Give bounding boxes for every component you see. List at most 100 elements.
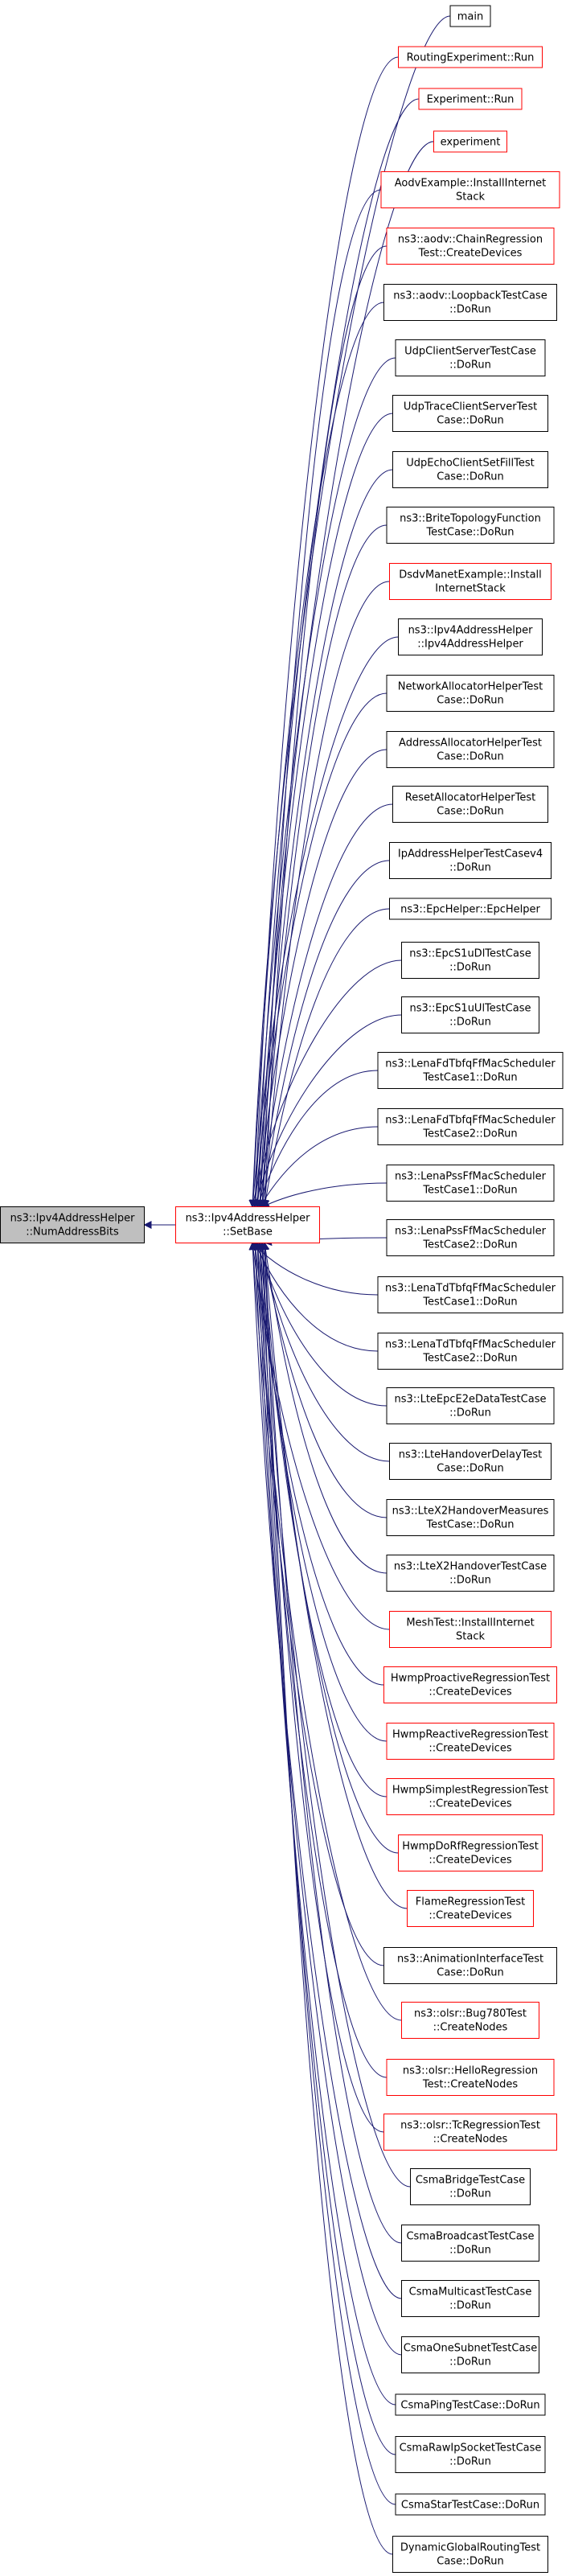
caller-node-29[interactable]: ns3::LteX2HandoverTestCase::DoRun	[386, 1555, 555, 1592]
caller-node-10[interactable]: ns3::BriteTopologyFunctionTestCase::DoRu…	[386, 507, 555, 544]
caller-node-38-label-line: ns3::olsr::HelloRegression	[403, 2065, 538, 2077]
caller-node-35[interactable]: FlameRegressionTest::CreateDevices	[407, 1890, 534, 1927]
caller-node-3-label-line: experiment	[441, 137, 501, 149]
caller-node-1-label-line: RoutingExperiment::Run	[407, 52, 535, 64]
caller-node-16-box	[389, 842, 552, 879]
caller-node-3-box	[433, 130, 507, 153]
caller-node-46-label-line: CsmaStarTestCase::DoRun	[401, 2500, 539, 2512]
edge-caller-43	[251, 1242, 402, 2356]
edge-caller-37	[251, 1242, 402, 2021]
caller-node-41[interactable]: CsmaBroadcastTestCase::DoRun	[401, 2225, 539, 2262]
caller-node-18[interactable]: ns3::EpcS1uDlTestCase::DoRun	[401, 942, 539, 979]
caller-node-33[interactable]: HwmpSimplestRegressionTest::CreateDevice…	[386, 1778, 555, 1815]
caller-node-44[interactable]: CsmaPingTestCase::DoRun	[395, 2393, 546, 2416]
edge-caller-20	[256, 1070, 379, 1208]
caller-node-38-box	[386, 2059, 555, 2096]
caller-node-1[interactable]: RoutingExperiment::Run	[398, 46, 543, 68]
nodes-layer: ns3::Ipv4AddressHelper::NumAddressBitsns…	[0, 5, 564, 2573]
caller-node-26[interactable]: ns3::LteEpcE2eDataTestCase::DoRun	[386, 1387, 555, 1424]
caller-node-21[interactable]: ns3::LenaFdTbfqFfMacSchedulerTestCase2::…	[377, 1108, 564, 1145]
caller-node-31-box	[383, 1666, 557, 1703]
caller-node-13-label-line: NetworkAllocatorHelperTest	[398, 681, 543, 693]
caller-node-32[interactable]: HwmpReactiveRegressionTest::CreateDevice…	[386, 1723, 555, 1760]
edge-caller-6	[248, 302, 384, 1208]
edge-caller-4	[258, 189, 382, 1208]
caller-node-10-box	[386, 507, 555, 544]
caller-node-2[interactable]: Experiment::Run	[418, 88, 523, 110]
caller-node-7[interactable]: UdpClientServerTestCase::DoRun	[395, 339, 546, 376]
root-function-node: ns3::Ipv4AddressHelper::NumAddressBits	[0, 1206, 145, 1243]
caller-node-11-label-line: DsdvManetExample::Install	[399, 569, 542, 581]
edge-caller-31	[252, 1242, 384, 1686]
caller-node-19[interactable]: ns3::EpcS1uUlTestCase::DoRun	[401, 996, 539, 1033]
caller-node-30-label-line: MeshTest::InstallInternet	[406, 1617, 534, 1629]
caller-node-40-label-line: ::DoRun	[449, 2188, 491, 2200]
caller-node-20[interactable]: ns3::LenaFdTbfqFfMacSchedulerTestCase1::…	[377, 1052, 564, 1089]
caller-node-17-label-line: ns3::EpcHelper::EpcHelper	[400, 904, 540, 916]
caller-node-18-label-line: ::DoRun	[449, 962, 491, 974]
caller-node-27-label-line: ns3::LteHandoverDelayTest	[399, 1449, 542, 1461]
edge-caller-18	[249, 959, 402, 1208]
caller-node-6[interactable]: ns3::aodv::LoopbackTestCase::DoRun	[383, 284, 557, 321]
caller-node-16-label-line: ::DoRun	[449, 862, 491, 874]
caller-node-3[interactable]: experiment	[433, 130, 507, 153]
caller-node-41-label-line: ::DoRun	[449, 2245, 491, 2257]
caller-node-5[interactable]: ns3::aodv::ChainRegressionTest::CreateDe…	[386, 228, 555, 265]
caller-node-45[interactable]: CsmaRawIpSocketTestCase::DoRun	[395, 2436, 546, 2473]
caller-node-23-box	[386, 1219, 555, 1256]
caller-node-28-label-line: ns3::LteX2HandoverMeasures	[392, 1506, 549, 1518]
caller-node-6-box	[383, 284, 557, 321]
caller-node-0-label-line: main	[457, 11, 483, 23]
caller-node-27-box	[389, 1443, 552, 1480]
caller-node-40-box	[410, 2168, 531, 2205]
edge-caller-29	[261, 1242, 388, 1574]
caller-node-46[interactable]: CsmaStarTestCase::DoRun	[395, 2493, 546, 2516]
caller-node-16[interactable]: IpAddressHelperTestCasev4::DoRun	[389, 842, 552, 879]
caller-node-36-label-line: ns3::AnimationInterfaceTest	[397, 1954, 543, 1966]
caller-node-0[interactable]: main	[449, 5, 491, 27]
caller-node-40[interactable]: CsmaBridgeTestCase::DoRun	[410, 2168, 531, 2205]
caller-node-34[interactable]: HwmpDoRfRegressionTest::CreateDevices	[398, 1834, 543, 1871]
edge-caller-10	[258, 524, 388, 1208]
caller-node-1-box	[398, 46, 543, 68]
caller-node-42[interactable]: CsmaMulticastTestCase::DoRun	[401, 2280, 539, 2317]
edge-caller-13	[251, 692, 388, 1208]
caller-node-0-box	[449, 5, 491, 27]
caller-node-5-label-line: ns3::aodv::ChainRegression	[398, 234, 543, 246]
caller-node-31[interactable]: HwmpProactiveRegressionTest::CreateDevic…	[383, 1666, 557, 1703]
caller-node-23[interactable]: ns3::LenaPssFfMacSchedulerTestCase2::DoR…	[386, 1219, 555, 1256]
caller-node-18-box	[401, 942, 539, 979]
caller-node-38[interactable]: ns3::olsr::HelloRegressionTest::CreateNo…	[386, 2059, 555, 2096]
caller-node-21-label-line: TestCase2::DoRun	[422, 1128, 517, 1140]
caller-node-43[interactable]: CsmaOneSubnetTestCase::DoRun	[401, 2336, 539, 2373]
caller-node-28[interactable]: ns3::LteX2HandoverMeasuresTestCase::DoRu…	[386, 1499, 555, 1536]
caller-node-22[interactable]: ns3::LenaPssFfMacSchedulerTestCase1::DoR…	[386, 1165, 555, 1202]
caller-node-39[interactable]: ns3::olsr::TcRegressionTest::CreateNodes	[383, 2114, 557, 2151]
caller-node-2-label-line: Experiment::Run	[427, 94, 515, 106]
caller-node-17[interactable]: ns3::EpcHelper::EpcHelper	[389, 898, 552, 920]
edge-caller-15	[256, 803, 393, 1208]
caller-node-12[interactable]: ns3::Ipv4AddressHelper::Ipv4AddressHelpe…	[398, 618, 543, 655]
caller-node-25[interactable]: ns3::LenaTdTbfqFfMacSchedulerTestCase2::…	[377, 1333, 564, 1370]
edge-caller-22	[261, 1182, 388, 1208]
caller-node-24[interactable]: ns3::LenaTdTbfqFfMacSchedulerTestCase1::…	[377, 1276, 564, 1313]
caller-node-18-label-line: ns3::EpcS1uDlTestCase	[409, 948, 531, 960]
caller-node-37[interactable]: ns3::olsr::Bug780Test::CreateNodes	[401, 2002, 539, 2039]
edge-caller-34	[258, 1242, 399, 1854]
caller-node-33-box	[386, 1778, 555, 1815]
caller-node-44-label-line: CsmaPingTestCase::DoRun	[400, 2400, 539, 2412]
caller-node-37-label-line: ::CreateNodes	[433, 2022, 508, 2034]
setbase-function-node[interactable]: ns3::Ipv4AddressHelper::SetBase	[175, 1206, 320, 1243]
